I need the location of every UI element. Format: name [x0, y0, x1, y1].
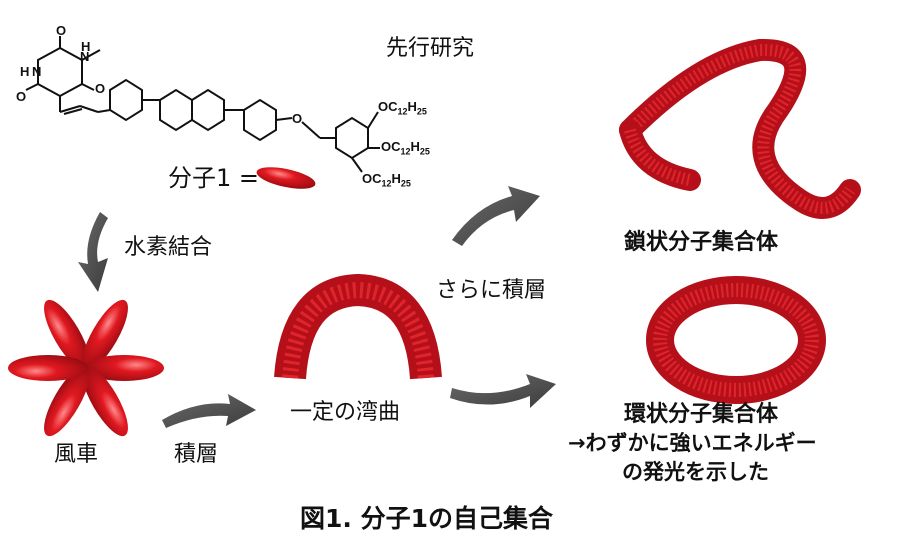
- chain-aggregate-icon: [619, 38, 861, 219]
- ring-aggregate-label: 環状分子集合体: [624, 402, 779, 427]
- ring-description-line-1: →わずかに強いエネルギー: [568, 431, 817, 455]
- pinwheel-label: 風車: [54, 442, 99, 467]
- benzene-ring-2: [243, 98, 277, 142]
- atom-h-top: H: [81, 39, 91, 54]
- atom-o-left: O: [16, 89, 27, 104]
- arrows: [78, 186, 556, 428]
- atom-n-left: N: [32, 64, 42, 79]
- ring-aggregate-icon: [646, 276, 826, 404]
- barbiturate-ring: [37, 46, 83, 98]
- further-stack-label: さらに積層: [436, 278, 547, 303]
- chemical-structure: [25, 36, 380, 173]
- figure-caption: 図1. 分子1の自己集合: [300, 504, 553, 533]
- atom-o-ether: O: [292, 111, 303, 126]
- atom-o-top: O: [56, 23, 67, 38]
- ring-description-line-2: の発光を示した: [622, 460, 769, 484]
- stack-label: 積層: [174, 442, 219, 467]
- prior-research-title: 先行研究: [386, 36, 475, 61]
- arrow-hydrogen-bond: [78, 212, 108, 292]
- molecule-label: 分子1 =: [168, 164, 260, 192]
- benzene-ring-1: [109, 78, 143, 122]
- arrow-to-ring: [450, 374, 556, 408]
- atom-h-left: H: [20, 64, 30, 79]
- substituent-bottom: OC12H25: [362, 171, 411, 189]
- hydrogen-bond-label: 水素結合: [124, 235, 213, 260]
- chain-aggregate-label: 鎖状分子集合体: [624, 230, 779, 255]
- pinwheel-icon: [8, 299, 164, 437]
- substituent-middle: OC12H25: [381, 139, 430, 157]
- benzene-ring-3: [335, 116, 369, 160]
- naphthalene-ring-b: [191, 88, 225, 132]
- curved-aggregate-icon: [274, 273, 442, 380]
- arrow-to-chain: [452, 186, 540, 246]
- molecule-ellipse-icon: [256, 167, 316, 189]
- atom-o-right: O: [95, 81, 106, 96]
- substituent-top: OC12H25: [378, 99, 427, 117]
- arrow-stack-1: [162, 394, 256, 428]
- atom-n-top: N: [80, 49, 90, 64]
- bend-label: 一定の湾曲: [290, 400, 401, 425]
- naphthalene-ring-a: [159, 88, 193, 132]
